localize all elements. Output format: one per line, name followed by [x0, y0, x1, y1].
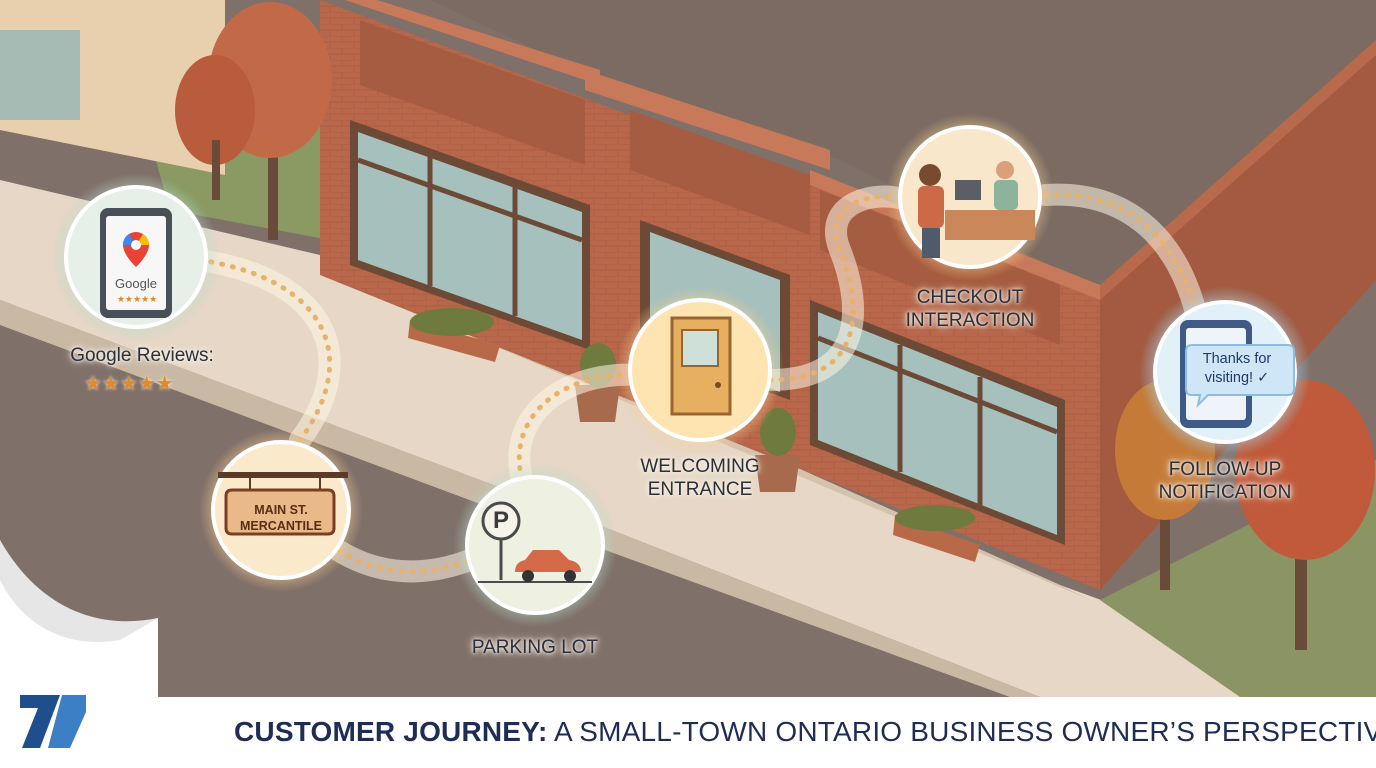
- google-rating-stars: ★★★★★: [84, 373, 174, 395]
- footer-title: CUSTOMER JOURNEY: A SMALL-TOWN ONTARIO B…: [234, 716, 1376, 748]
- entrance-label: WELCOMING ENTRANCE: [640, 456, 760, 500]
- follow-up-label: FOLLOW-UP NOTIFICATION: [1158, 459, 1292, 503]
- parking-label: PARKING LOT: [471, 637, 599, 658]
- phone-rating-stars: ★★★★★: [116, 294, 158, 304]
- parking-node: [453, 463, 617, 627]
- footer-title-bold: CUSTOMER JOURNEY:: [234, 716, 548, 747]
- checkout-node: [886, 113, 1054, 281]
- footer-title-rest: A SMALL-TOWN ONTARIO BUSINESS OWNER’S PE…: [547, 716, 1376, 747]
- brand-logo-icon: [20, 695, 86, 748]
- shop-sign-node: [199, 428, 363, 592]
- shop-sign-text: MAIN ST. MERCANTILE: [240, 503, 322, 533]
- google-wordmark: Google: [115, 276, 157, 291]
- checkout-label: CHECKOUT INTERACTION: [905, 287, 1035, 331]
- google-reviews-label: Google Reviews:: [70, 345, 214, 366]
- entrance-node: [616, 286, 784, 454]
- google-reviews-node: [52, 173, 220, 341]
- thank-you-bubble: Thanks for visiting! ✓: [1202, 351, 1272, 386]
- parking-sign-glyph: P: [492, 507, 509, 534]
- follow-up-node: [1139, 286, 1311, 458]
